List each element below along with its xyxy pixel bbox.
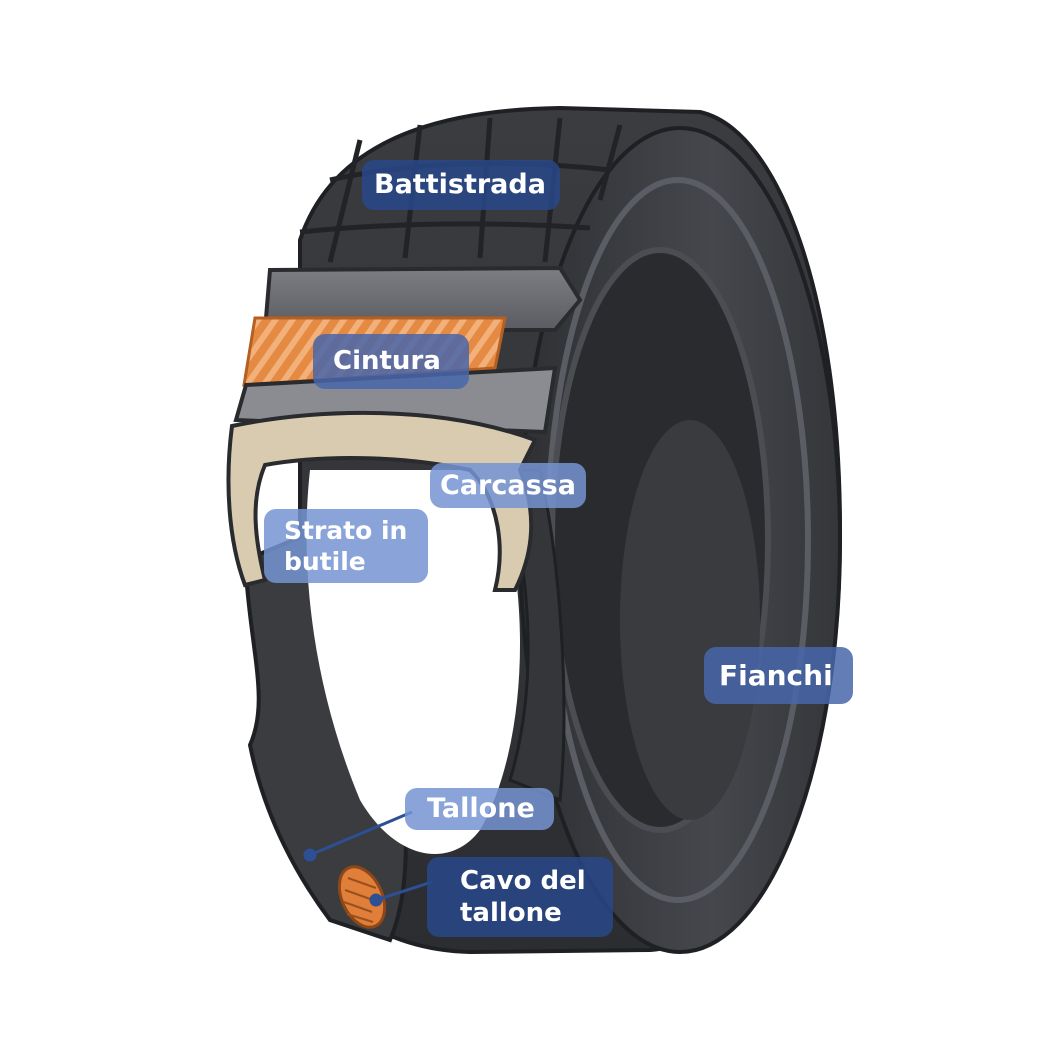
label-inner-liner: Strato in butile: [264, 509, 428, 583]
label-bead-wire: Cavo del tallone: [427, 857, 613, 937]
label-sidewall-text: Fianchi: [719, 659, 833, 692]
leader-line-tallone: [309, 810, 413, 857]
leader-lines: [303, 810, 433, 907]
leader-line-cavo: [375, 880, 433, 902]
label-bead-text: Tallone: [427, 793, 535, 825]
label-inner-liner-text: Strato in butile: [284, 515, 408, 576]
label-carcass-text: Carcassa: [440, 469, 576, 501]
label-bead: Tallone: [405, 788, 554, 830]
label-belt: Cintura: [313, 334, 469, 389]
tire-inner-shade: [620, 420, 760, 820]
bead-wire-coil: [337, 865, 387, 929]
label-sidewall: Fianchi: [704, 647, 853, 704]
leader-dot-cavo: [369, 893, 383, 907]
label-tread: Battistrada: [362, 160, 560, 210]
label-tread-text: Battistrada: [374, 169, 546, 201]
label-bead-wire-text: Cavo del tallone: [460, 865, 586, 929]
label-carcass: Carcassa: [430, 463, 586, 508]
label-belt-text: Cintura: [333, 346, 441, 377]
leader-dot-tallone: [303, 848, 317, 862]
